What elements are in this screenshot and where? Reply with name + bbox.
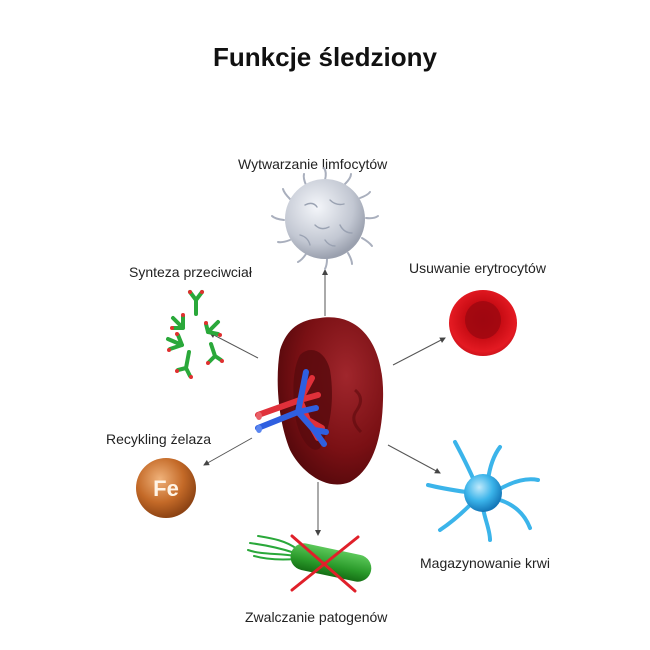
arrows (203, 269, 446, 536)
label-erythrocytes: Usuwanie erytrocytów (409, 260, 546, 276)
antibody-icon (166, 290, 224, 379)
label-antibodies: Synteza przeciwciał (129, 264, 252, 280)
lymphocyte-icon (271, 167, 379, 270)
label-blood-storage: Magazynowanie krwi (420, 555, 550, 571)
arrow-to-antibodies (209, 332, 259, 359)
label-lymphocytes: Wytwarzanie limfocytów (238, 156, 388, 172)
iron-symbol: Fe (153, 476, 179, 501)
label-pathogens: Zwalczanie patogenów (245, 609, 388, 625)
crossed-bacterium-icon (247, 534, 372, 593)
arrow-to-iron (203, 437, 253, 466)
red-blood-cell-icon (449, 290, 517, 356)
iron-ball-icon: Fe (136, 458, 196, 518)
diagram-title: Funkcje śledziony (213, 42, 437, 72)
platelet-icon (426, 440, 540, 542)
spleen-illustration (255, 317, 384, 485)
arrow-to-erythrocytes (392, 337, 446, 366)
label-iron: Recykling żelaza (106, 431, 212, 447)
arrow-to-blood-storage (387, 444, 441, 474)
